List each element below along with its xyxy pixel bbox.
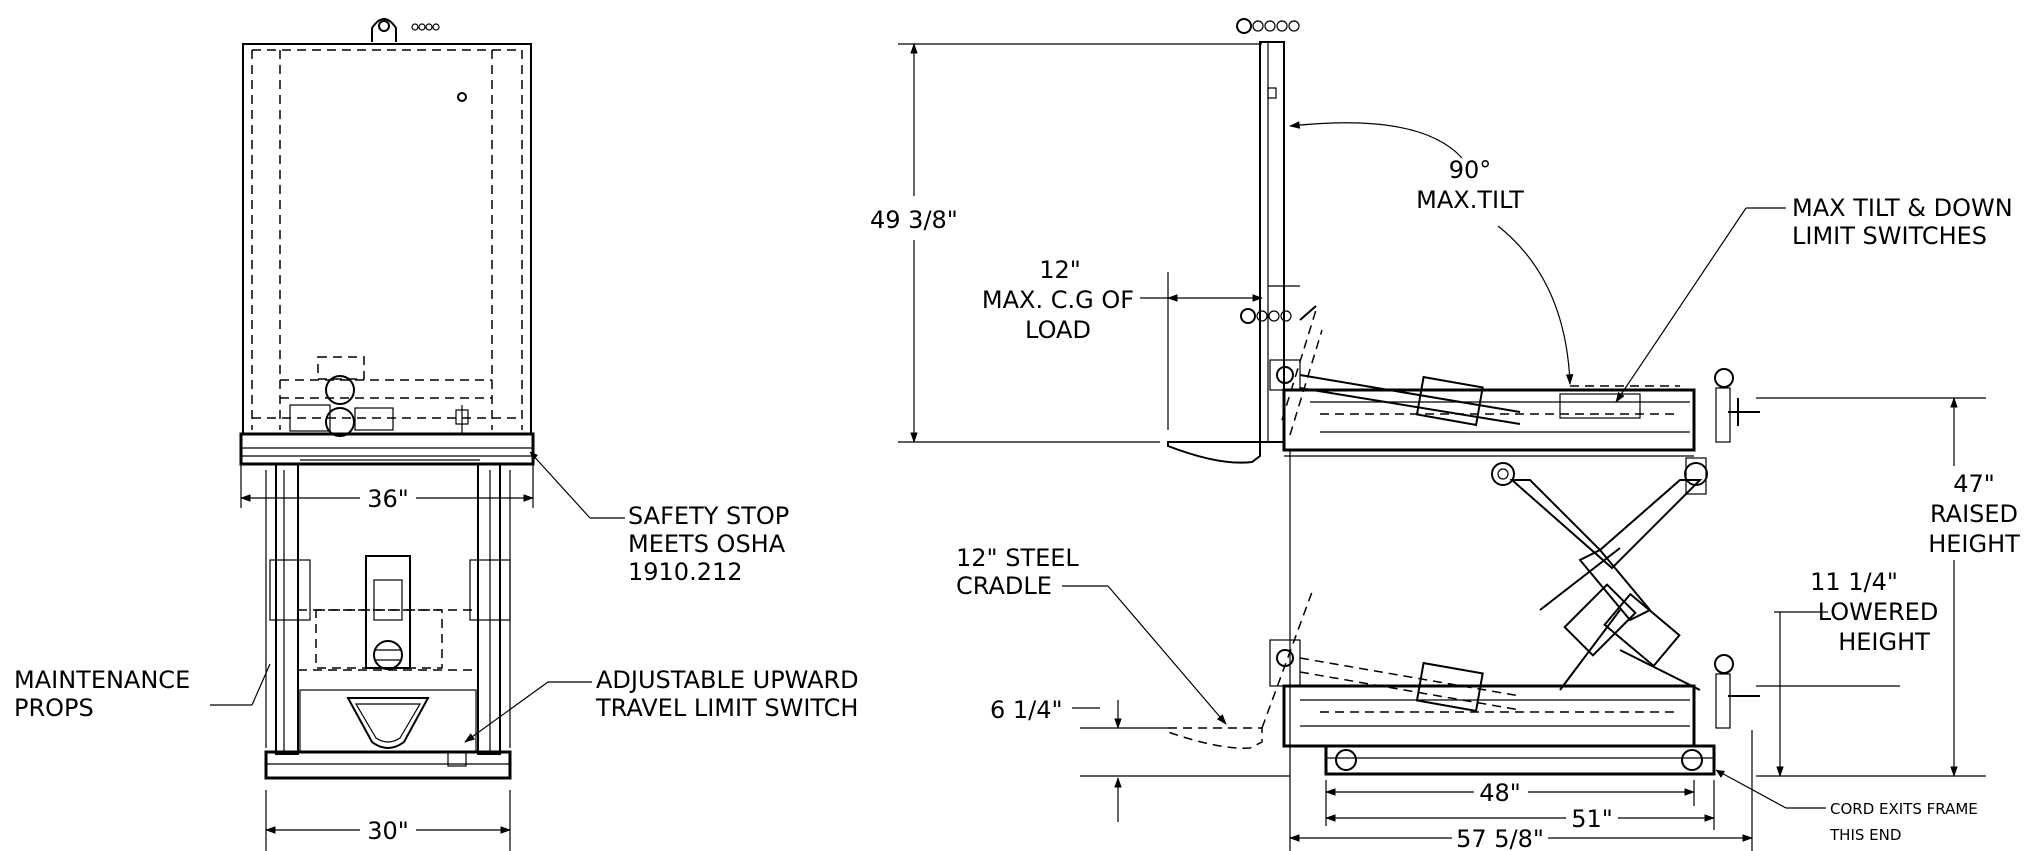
dim-51: 51" [1324,780,1716,833]
steel-cradle-line2: CRADLE [956,572,1052,600]
dim-cg-of-load: 12" MAX. C.G OF LOAD [982,256,1264,430]
central-motor [315,555,443,670]
len-48-label: 48" [1479,779,1521,807]
dim-36: 36" [239,462,535,513]
dim-lowered-height: 11 1/4" LOWERED HEIGHT [1756,568,1939,778]
dim-30: 30" [264,790,512,851]
raised-height-value: 47" [1953,470,1995,498]
raised-height-line3: HEIGHT [1928,530,2020,558]
container-box [242,43,532,435]
callout-upward-limit-switch: ADJUSTABLE UPWARD TRAVEL LIMIT SWITCH [464,666,859,743]
width-30-label: 30" [367,817,409,845]
pump-bowl [299,689,477,753]
safety-stop-line1: SAFETY STOP [628,502,789,530]
drive-components [289,356,469,437]
tilt-limit-line1: MAX TILT & DOWN [1792,194,2013,222]
dim-overall-length: 57 5/8" [1288,730,1754,851]
base-frame [264,750,512,780]
cradle-offset-label: 6 1/4" [990,696,1063,724]
maintenance-props-line2: PROPS [14,694,94,722]
max-tilt-angle: 90° [1449,156,1492,184]
callout-safety-stop: SAFETY STOP MEETS OSHA 1910.212 [529,451,789,586]
overall-height-label: 49 3/8" [870,206,958,234]
cord-exit-line1: CORD EXITS FRAME [1830,800,1978,818]
steel-cradle-line1: 12" STEEL [956,544,1079,572]
tilt-dashed-outline [1281,309,1323,436]
dim-overall-height: 49 3/8" [870,42,1262,444]
dim-cradle-offset: 6 1/4" [990,696,1290,822]
width-36-label: 36" [367,485,409,513]
dim-48: 48" [1324,779,1696,826]
support-legs [265,463,511,755]
cg-line3: LOAD [1025,316,1091,344]
lowered-height-line3: HEIGHT [1838,628,1930,656]
lifting-eye [371,18,440,42]
front-view: 36" 30" SAFETY STOP MEETS OSHA 1910.212 … [14,18,859,851]
len-51-label: 51" [1571,805,1613,833]
side-view: 49 3/8" 90° MAX.TILT MAX TILT & DOWN LIM… [870,18,2020,851]
safety-stop-line3: 1910.212 [628,558,743,586]
callout-steel-cradle: 12" STEEL CRADLE [956,544,1227,725]
tilt-limit-line2: LIMIT SWITCHES [1792,222,1987,250]
max-tilt-arc: 90° MAX.TILT [1288,121,1574,386]
dim-raised-height: 47" RAISED HEIGHT [1756,396,2020,778]
lowered-height-value: 11 1/4" [1810,568,1898,596]
max-tilt-label: MAX.TILT [1416,186,1524,214]
lowered-platform [1167,591,1760,776]
top-platform [239,432,535,466]
upward-limit-line1: ADJUSTABLE UPWARD [596,666,859,694]
len-overall-label: 57 5/8" [1456,825,1544,851]
backrest-plate [1167,18,1317,464]
scissor-arms [1491,457,1708,691]
cord-exit-line2: THIS END [1829,826,1901,844]
cg-line1: 12" [1039,256,1081,284]
callout-cord-exit: CORD EXITS FRAME THIS END [1715,769,1978,844]
lowered-height-line2: LOWERED [1818,598,1939,626]
upward-limit-line2: TRAVEL LIMIT SWITCH [595,694,858,722]
safety-stop-line2: MEETS OSHA [628,530,786,558]
maintenance-props-line1: MAINTENANCE [14,666,190,694]
callout-maintenance-props: MAINTENANCE PROPS [14,663,271,722]
callout-tilt-limit-switches: MAX TILT & DOWN LIMIT SWITCHES [1615,194,2013,403]
cg-line2: MAX. C.G OF [982,286,1134,314]
raised-platform [1269,359,1760,457]
raised-height-line2: RAISED [1930,500,2018,528]
